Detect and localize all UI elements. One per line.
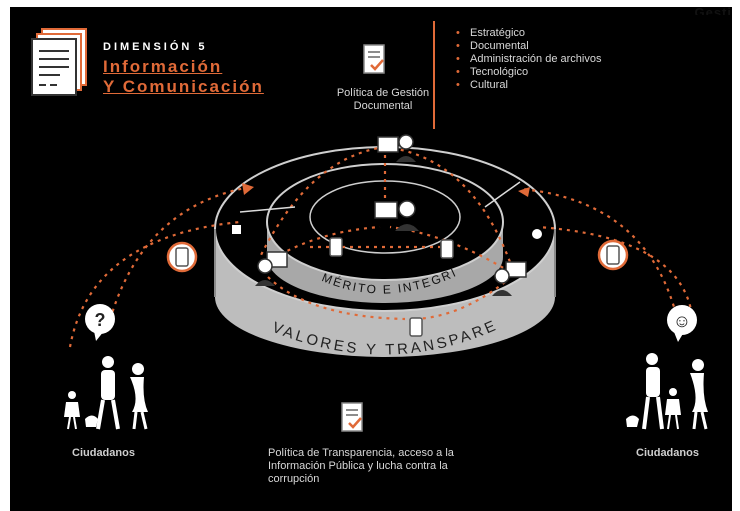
citizens-left-label: Ciudadanos xyxy=(72,447,135,459)
question-bubble-icon: ? xyxy=(85,304,115,341)
document-management-policy: Política de Gestión Documental xyxy=(336,87,430,112)
question-dot-icon xyxy=(532,229,542,239)
diagram-stage: Gesti DIMENSIÓN 5 Información Y Comunica… xyxy=(10,7,732,511)
transparency-policy: Política de Transparencia, acceso a la I… xyxy=(268,447,454,485)
list-item: Tecnológico xyxy=(456,66,601,79)
dimension-title-line2: Y Comunicación xyxy=(103,77,264,96)
list-item: Documental xyxy=(456,40,601,53)
corner-heading: Gesti xyxy=(694,7,732,15)
list-item: Administración de archivos xyxy=(456,53,601,66)
check-square-icon xyxy=(232,225,241,234)
svg-text:☺: ☺ xyxy=(673,311,691,331)
officer-icon xyxy=(255,134,527,296)
transparency-policy-icon xyxy=(341,402,363,432)
list-item: Cultural xyxy=(456,79,601,92)
svg-text:?: ? xyxy=(95,310,106,330)
policy-components-list: Estratégico Documental Administración de… xyxy=(450,27,601,92)
citizens-right-label: Ciudadanos xyxy=(636,447,699,459)
citizens-right-illustration xyxy=(626,353,708,430)
smiley-bubble-icon: ☺ xyxy=(667,305,697,342)
dimension-label: DIMENSIÓN 5 xyxy=(103,41,208,53)
inner-lines xyxy=(239,181,521,213)
rings-diagram: MÉRITO E INTEGRIDAD VALORES Y TRANSPAREN… xyxy=(10,7,708,430)
dimension-title-line1: Información xyxy=(103,57,223,76)
phone-icon xyxy=(166,237,629,337)
citizens-left-illustration xyxy=(64,356,148,430)
document-stack-icon xyxy=(31,28,87,96)
list-item: Estratégico xyxy=(456,27,601,40)
policy-document-icon xyxy=(363,44,385,74)
connector-arcs xyxy=(68,145,694,348)
divider-line xyxy=(433,21,435,129)
